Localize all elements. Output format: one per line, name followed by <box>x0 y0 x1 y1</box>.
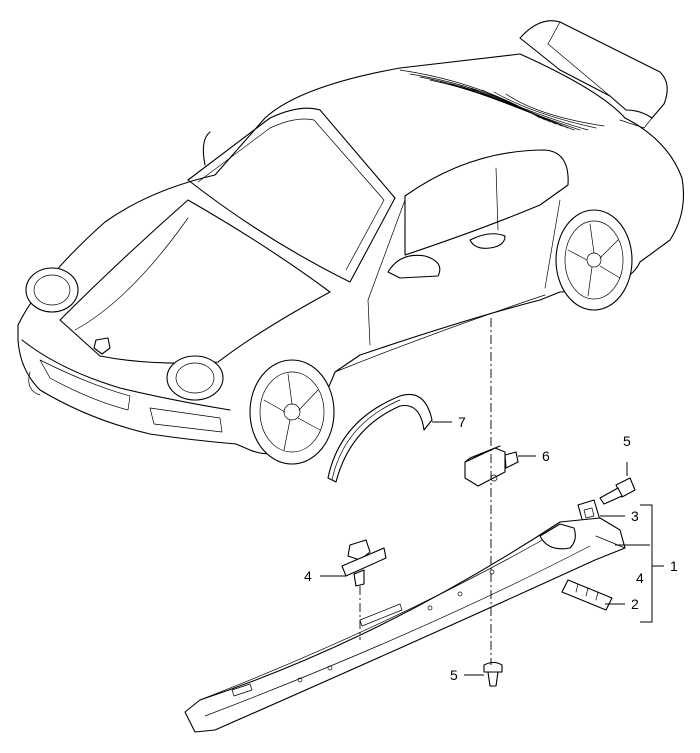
part-screw-bottom <box>483 661 503 687</box>
callout-7: 7 <box>458 414 466 430</box>
part-bracket <box>464 445 519 487</box>
callout-4-left: 4 <box>304 568 312 584</box>
callout-5-top: 5 <box>623 433 631 449</box>
door-handle <box>469 233 506 249</box>
door-line <box>367 199 561 346</box>
rear-side-window <box>404 149 569 256</box>
rear-wheel <box>555 209 633 311</box>
windshield <box>187 107 396 283</box>
callout-2: 2 <box>631 596 639 612</box>
part-spacer <box>561 579 613 611</box>
headlight-left <box>25 267 79 313</box>
part-clip <box>341 539 387 587</box>
roof-stripes <box>399 69 605 131</box>
hood <box>59 199 331 364</box>
callout-1: 1 <box>670 558 678 574</box>
part-side-sill-panel <box>184 517 626 733</box>
part-screw-top <box>599 477 636 505</box>
car-illustration <box>17 20 685 465</box>
callout-3: 3 <box>631 508 639 524</box>
front-bumper <box>21 339 231 411</box>
front-wheel <box>249 359 335 465</box>
headlight-right <box>166 355 224 401</box>
car-body-outline <box>17 53 685 455</box>
callout-5-bottom: 5 <box>450 667 458 683</box>
part-wheel-arch-trim <box>327 393 433 483</box>
rear-wing <box>519 20 668 119</box>
hood-crest <box>93 337 111 355</box>
callout-6: 6 <box>542 448 550 464</box>
side-mirror <box>387 254 441 279</box>
callout-4-right: 4 <box>636 570 644 586</box>
